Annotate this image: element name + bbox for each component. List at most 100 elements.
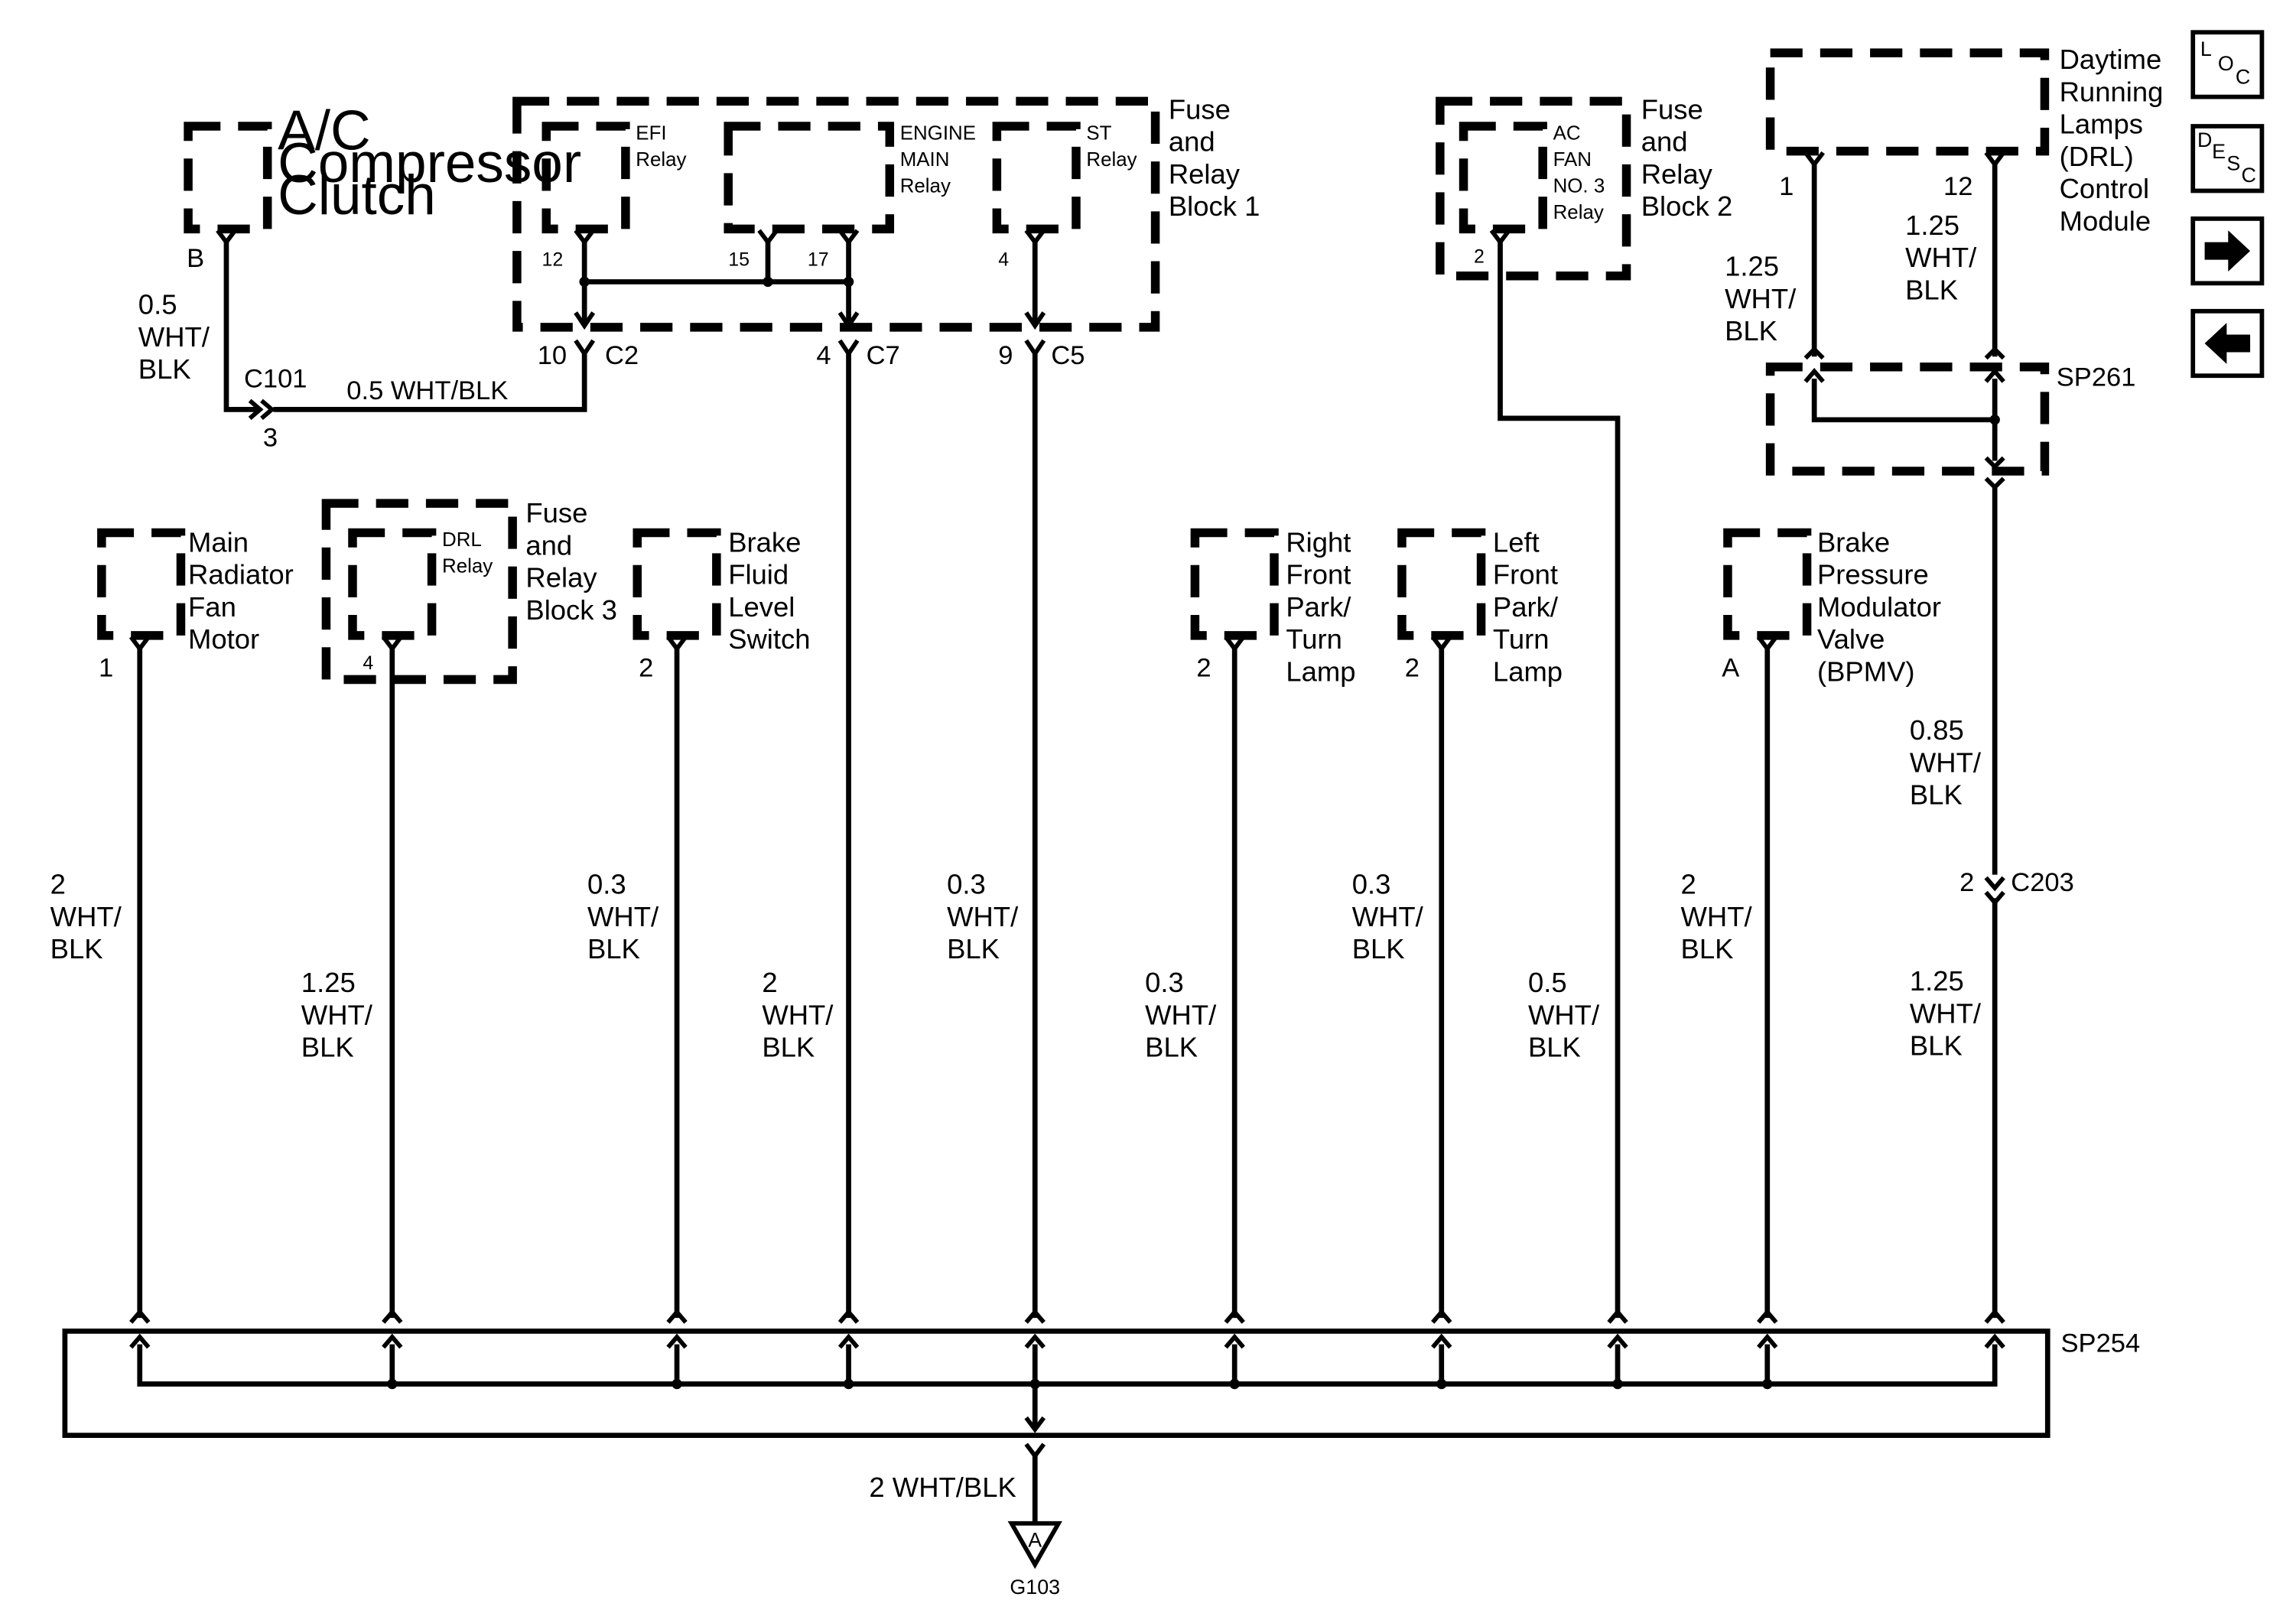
pin-bpmv: A: [1722, 654, 1739, 683]
c5-pin: 9: [998, 341, 1013, 370]
terminal-y: [837, 229, 860, 246]
c101-name: C101: [244, 365, 307, 394]
ground-symbol: [1007, 1521, 1062, 1569]
splice-dot: [1989, 415, 2000, 425]
splice-dot: [579, 276, 590, 288]
wire-label-sp261-to-c203: 0.85 WHT/ BLK: [1910, 714, 1989, 810]
arrow-left-icon: [2204, 323, 2251, 364]
fuse-relay-block-2-box: [1436, 96, 1631, 281]
brake-fluid-level-switch-box: [633, 528, 721, 640]
bpmv-box: [1723, 528, 1812, 640]
fuse-relay-block-1-label: Fuse and Relay Block 1: [1169, 93, 1260, 222]
loc-letter-o: O: [2218, 52, 2234, 75]
splice-dot: [672, 1378, 682, 1390]
terminals: [128, 151, 2006, 1460]
c7-name: C7: [867, 341, 900, 370]
wire-label-ground: 2 WHT/BLK: [869, 1472, 1016, 1503]
right-front-lamp-box: [1190, 528, 1279, 640]
c203-name: C203: [2011, 868, 2074, 897]
wire-ac-fan-relay: [1498, 240, 1621, 1319]
c7-pin: 4: [816, 341, 831, 370]
terminal-up: [1984, 346, 2005, 360]
right-front-lamp-label: Right Front Park/ Turn Lamp: [1286, 526, 1358, 687]
wires: [137, 161, 1998, 1524]
splice-dot: [843, 276, 854, 288]
terminal-down: [1984, 476, 2005, 491]
pin-labels: B 12 15 17 4 2 1 12 1 4 2 2 2 A: [99, 172, 1972, 682]
desc-letter-e: E: [2212, 140, 2226, 163]
ground-name: G103: [1010, 1576, 1060, 1599]
terminal-y: [128, 636, 151, 652]
wire-label-c7: 2 WHT/ BLK: [762, 967, 841, 1062]
pin-left-front-lamp: 2: [1405, 654, 1420, 683]
fuse-relay-block-1-box: [512, 96, 1160, 332]
prev-button[interactable]: [2190, 308, 2265, 379]
terminal-c101: [248, 398, 275, 421]
terminal-down: [1984, 456, 2005, 470]
fuse-relay-block-3-label: Fuse and Relay Block 3: [525, 497, 617, 626]
drl-module-label: Daytime Running Lamps (DRL) Control Modu…: [2060, 44, 2171, 236]
pin-main-radiator-fan: 1: [99, 654, 113, 683]
splice-dot: [1612, 1378, 1623, 1390]
terminal-y: [1984, 151, 2006, 168]
pin-right-front-lamp: 2: [1196, 654, 1211, 683]
pin-brake-fluid: 2: [639, 654, 653, 683]
terminal-y: [757, 229, 779, 246]
wire-label-brake-fluid: 0.3 WHT/ BLK: [587, 869, 666, 964]
wire-label-ac-compressor: 0.5 WHT/ BLK: [138, 289, 217, 385]
pin-drl-1: 1: [1779, 172, 1794, 201]
engine-main-relay-label: ENGINE MAIN Relay: [900, 122, 981, 197]
terminal-y: [1489, 229, 1511, 246]
terminal-y: [574, 229, 595, 246]
splice-dot: [1029, 1378, 1040, 1390]
arrow-right-icon: [2204, 230, 2251, 272]
terminal-arrow: [574, 311, 596, 330]
ac-compressor-label: A/C Compressor Clutch: [278, 100, 597, 226]
st-relay-label: ST Relay: [1086, 122, 1137, 171]
wire-label-ac-fan-relay: 0.5 WHT/ BLK: [1528, 967, 1607, 1062]
ac-fan-relay-label: AC FAN NO. 3 Relay: [1553, 122, 1611, 223]
terminal-y: [381, 636, 403, 652]
wire-label-drl-pin1: 1.25 WHT/ BLK: [1725, 251, 1803, 346]
next-button[interactable]: [2190, 216, 2265, 286]
wire-label-right-front-lamp: 0.3 WHT/ BLK: [1145, 967, 1224, 1062]
wire-label-left-front-lamp: 0.3 WHT/ BLK: [1352, 869, 1431, 964]
drl-relay-box: [348, 528, 437, 640]
pin-efi: 12: [542, 249, 564, 270]
terminal-arrow: [837, 311, 860, 330]
wire-label-c203-to-sp254: 1.25 WHT/ BLK: [1910, 965, 1989, 1061]
fuse-relay-block-3-box: [321, 499, 517, 685]
main-radiator-fan-motor-box: [97, 528, 186, 640]
engine-main-relay-box: [724, 122, 895, 234]
c2-name: C2: [605, 341, 639, 370]
splice-dot: [1229, 1378, 1240, 1390]
sp254-terminals: [129, 1309, 2005, 1460]
pin-engine-b: 17: [808, 249, 829, 270]
left-front-lamp-label: Left Front Park/ Turn Lamp: [1493, 526, 1566, 687]
left-front-lamp-box: [1397, 528, 1486, 640]
terminal-y: [1024, 229, 1046, 246]
connector-labels: C101 3 10 C2 4 C7 9 C5 2 C203 SP261 SP25…: [244, 341, 2140, 1358]
terminal-y: [1756, 636, 1778, 652]
terminal-c203: [1984, 876, 2005, 906]
pin-drl-relay: 4: [363, 652, 373, 674]
wire-c101-to-c2: [273, 353, 587, 412]
pin-engine-a: 15: [728, 249, 750, 270]
pin-drl-12: 12: [1943, 172, 1972, 201]
desc-letter-c: C: [2242, 164, 2256, 187]
terminal-y: [1430, 636, 1452, 652]
component-labels: A/C Compressor Clutch Fuse and Relay Blo…: [188, 44, 2171, 687]
desc-letter-d: D: [2197, 128, 2212, 151]
efi-relay-box: [541, 122, 630, 234]
wire-label-c101-to-c2: 0.5 WHT/BLK: [346, 376, 508, 405]
desc-button[interactable]: D E S C: [2190, 124, 2265, 194]
loc-button[interactable]: L O C: [2190, 30, 2265, 99]
c203-pin: 2: [1959, 868, 1974, 897]
wire-label-main-radiator-fan: 2 WHT/ BLK: [50, 869, 129, 964]
terminal-y: [666, 636, 688, 652]
c2-pin: 10: [538, 341, 567, 370]
terminal-y: [1024, 339, 1046, 358]
splice-dot: [387, 1378, 398, 1390]
c5-name: C5: [1051, 341, 1085, 370]
sp261-label: SP261: [2057, 363, 2136, 392]
